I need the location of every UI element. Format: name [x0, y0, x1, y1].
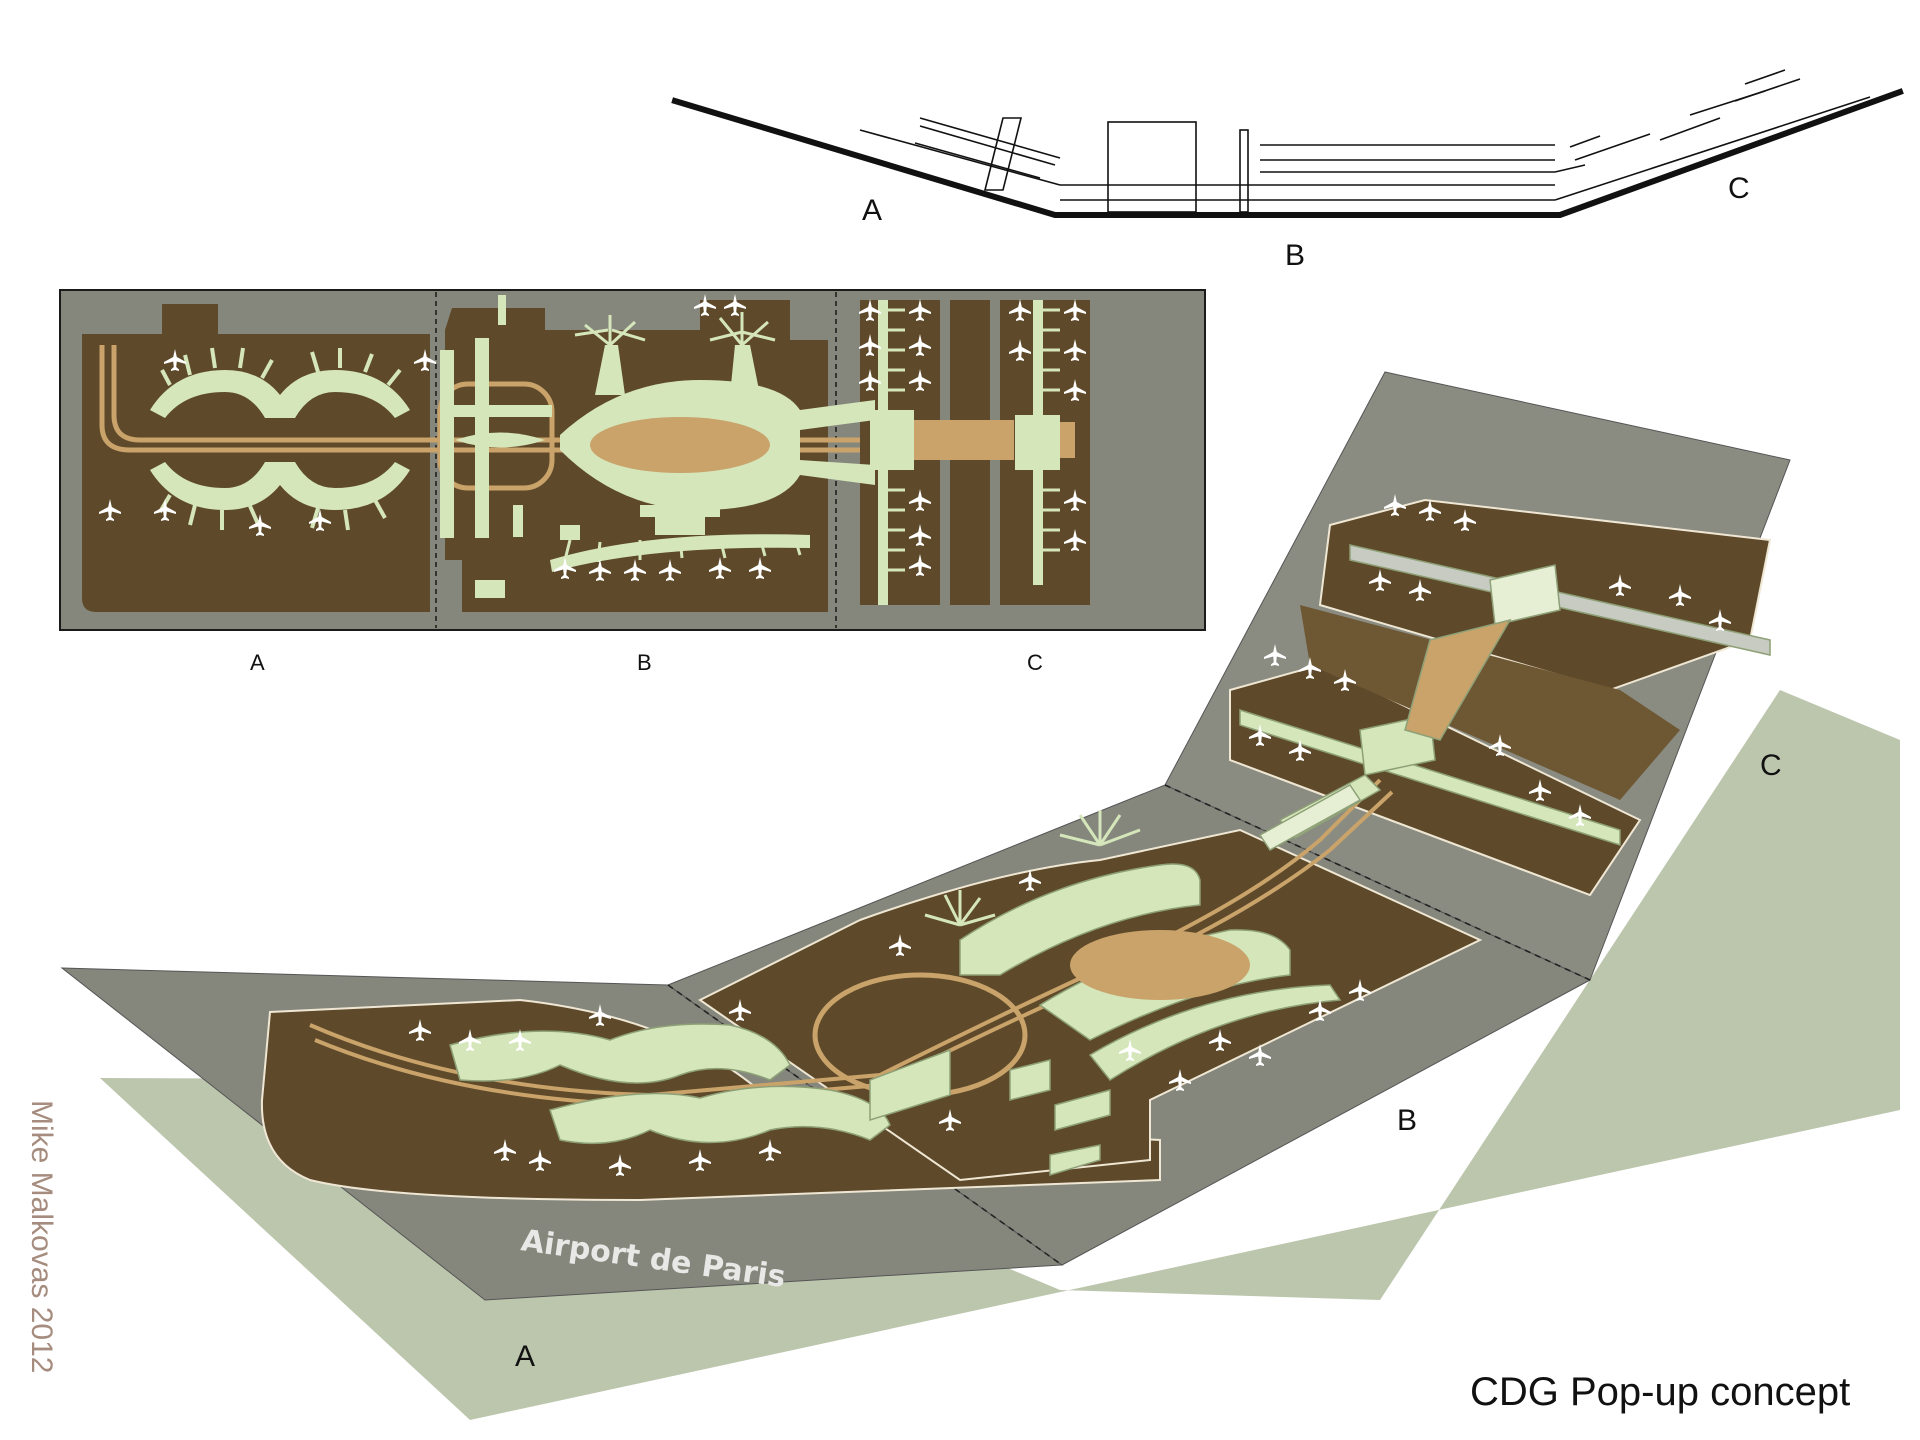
plan-terminal-b-branches [563, 312, 802, 563]
model-terminal-b-branches [924, 810, 1141, 927]
profile-label-c: C [1728, 172, 1750, 205]
figure-title: CDG Pop-up concept [1470, 1370, 1850, 1414]
model-terminal-b [869, 863, 1342, 1177]
model-label-b: B [1397, 1104, 1417, 1137]
model-label-c: C [1760, 749, 1782, 782]
artist-credit: Mike Malkovas 2012 [25, 1100, 58, 1373]
profile-label-b: B [1285, 239, 1305, 272]
model-label-a: A [515, 1340, 535, 1373]
plan-view: A B C [59, 289, 1206, 675]
popup-model: Airport de Paris A B C [60, 371, 1900, 1420]
plan-label-b: B [637, 650, 652, 675]
plan-terminal-b [475, 345, 875, 598]
plan-label-c: C [1027, 650, 1043, 675]
model-terminal-a [449, 1023, 891, 1145]
plan-label-a: A [250, 650, 265, 675]
profile-structure-lines [859, 69, 1871, 213]
section-profile: A B C [671, 69, 1904, 272]
plan-terminal-a [150, 295, 552, 538]
profile-ground-line [671, 88, 1904, 218]
plan-dividers [435, 292, 837, 628]
profile-label-a: A [862, 194, 882, 227]
model-ground-c-mid [1300, 605, 1680, 800]
plan-terminal-c-gates [888, 308, 1060, 572]
model-terminal-c [1239, 544, 1771, 851]
plan-terminal-c [870, 300, 1075, 605]
